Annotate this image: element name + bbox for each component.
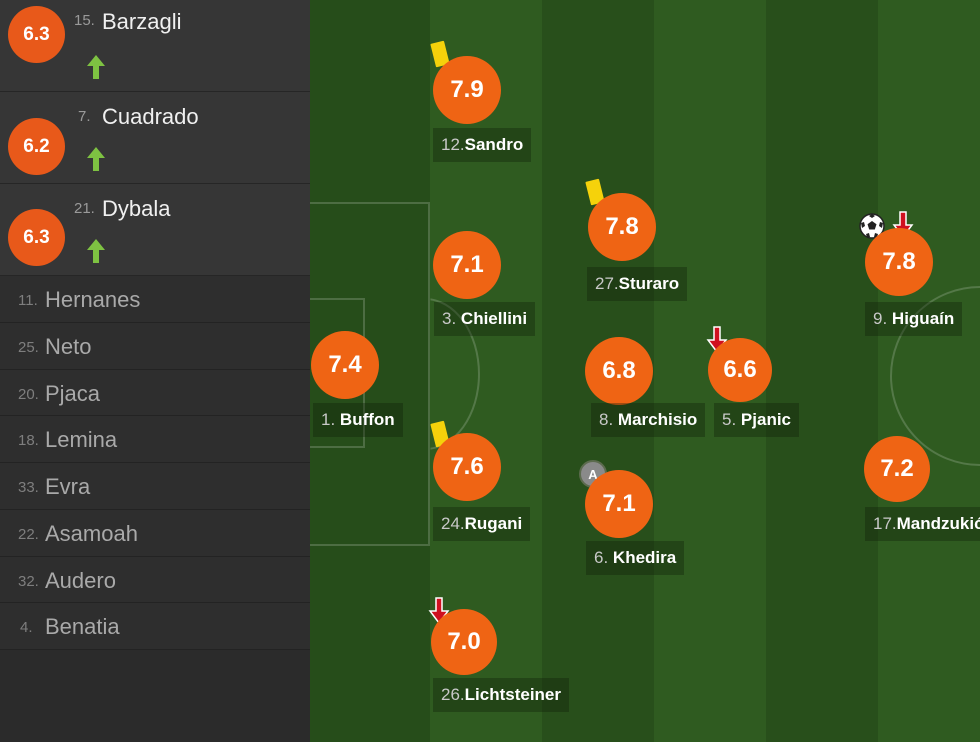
player-label-chiellini[interactable]: 3. Chiellini xyxy=(434,302,536,336)
shirt-number: 7. xyxy=(78,108,91,125)
player-label-sandro[interactable]: 12.Sandro xyxy=(433,128,532,162)
sub-in-arrow-icon xyxy=(87,147,105,171)
lineup-sidebar: 6.3 15. Barzagli 6.2 7. Cuadrado 6.3 21.… xyxy=(0,0,310,742)
bench-player-row[interactable]: 20. Pjaca xyxy=(0,369,310,417)
shirt-number: 25. xyxy=(18,338,39,356)
shirt-number: 11. xyxy=(18,292,38,309)
pitch: 7.9 12.Sandro 7.8 27.Sturaro 7.8 9. Higu… xyxy=(310,0,980,742)
substitute-row-dybala[interactable]: 6.3 21. Dybala xyxy=(0,184,310,276)
rating-badge[interactable]: 7.6 xyxy=(433,433,501,501)
shirt-number: 4. xyxy=(20,619,33,637)
player-name[interactable]: Asamoah xyxy=(45,520,138,546)
player-name: Chiellini xyxy=(460,309,528,328)
shirt-number: 8. xyxy=(599,410,614,429)
pitch-stripe xyxy=(766,0,878,742)
player-label-lichtsteiner[interactable]: 26.Lichtsteiner xyxy=(433,678,569,712)
player-label-mandzukic[interactable]: 17.Mandzukić xyxy=(865,507,980,541)
player-label-buffon[interactable]: 1. Buffon xyxy=(313,403,403,437)
bench-player-row[interactable]: 33. Evra xyxy=(0,463,310,510)
shirt-number: 33. xyxy=(18,479,39,496)
bench-player-row[interactable]: 11. Hernanes xyxy=(0,276,310,323)
player-name: Higuaín xyxy=(891,309,955,328)
rating-badge[interactable]: 7.1 xyxy=(433,231,501,299)
player-label-rugani[interactable]: 24.Rugani xyxy=(433,507,531,541)
shirt-number: 17. xyxy=(873,514,897,533)
player-name[interactable]: Neto xyxy=(45,333,92,359)
player-name: Mandzukić xyxy=(896,514,980,533)
shirt-number: 3. xyxy=(442,309,457,328)
shirt-number: 18. xyxy=(18,432,39,450)
rating-badge[interactable]: 6.6 xyxy=(708,338,772,402)
player-name: Sandro xyxy=(464,135,524,154)
player-name[interactable]: Cuadrado xyxy=(102,104,199,129)
penalty-area-line xyxy=(310,202,430,546)
player-name: Khedira xyxy=(612,548,677,567)
rating-badge: 6.3 xyxy=(8,6,65,63)
player-name: Pjanic xyxy=(740,410,792,429)
substitute-row-cuadrado[interactable]: 6.2 7. Cuadrado xyxy=(0,92,310,184)
shirt-number: 9. xyxy=(873,309,888,328)
rating-badge: 6.2 xyxy=(8,118,65,175)
bench-player-row[interactable]: 18. Lemina xyxy=(0,416,310,463)
soccer-ball-icon xyxy=(859,213,885,239)
shirt-number: 21. xyxy=(74,200,95,217)
shirt-number: 24. xyxy=(441,514,465,533)
player-name: Lichtsteiner xyxy=(464,685,561,704)
bench-player-row[interactable]: 4. Benatia xyxy=(0,603,310,650)
player-name[interactable]: Lemina xyxy=(45,427,118,453)
player-name: Marchisio xyxy=(617,410,698,429)
player-label-sturaro[interactable]: 27.Sturaro xyxy=(587,267,688,301)
shirt-number: 20. xyxy=(18,385,39,403)
rating-badge[interactable]: 7.2 xyxy=(864,436,930,502)
player-name[interactable]: Barzagli xyxy=(102,9,182,34)
player-name[interactable]: Audero xyxy=(45,567,116,593)
rating-badge[interactable]: 7.9 xyxy=(433,56,501,124)
shirt-number: 15. xyxy=(74,12,95,29)
rating-badge: 6.3 xyxy=(8,209,65,266)
player-name[interactable]: Hernanes xyxy=(45,287,141,312)
shirt-number: 26. xyxy=(441,685,465,704)
player-label-marchisio[interactable]: 8. Marchisio xyxy=(591,403,706,437)
sub-in-arrow-icon xyxy=(87,239,105,263)
bench-player-row[interactable]: 22. Asamoah xyxy=(0,509,310,557)
rating-badge[interactable]: 7.4 xyxy=(311,331,379,399)
sub-in-arrow-icon xyxy=(87,55,105,79)
rating-badge[interactable]: 7.8 xyxy=(588,193,656,261)
player-label-higuain[interactable]: 9. Higuaín xyxy=(865,302,963,336)
shirt-number: 5. xyxy=(722,410,737,429)
player-name[interactable]: Benatia xyxy=(45,614,120,640)
rating-badge[interactable]: 7.8 xyxy=(865,228,933,296)
bench-player-row[interactable]: 25. Neto xyxy=(0,322,310,370)
shirt-number: 6. xyxy=(594,548,609,567)
shirt-number: 32. xyxy=(18,572,39,590)
bench-player-row[interactable]: 32. Audero xyxy=(0,556,310,604)
rating-badge[interactable]: 7.0 xyxy=(431,609,497,675)
player-name: Buffon xyxy=(339,410,395,429)
substitute-row-barzagli[interactable]: 6.3 15. Barzagli xyxy=(0,0,310,92)
rating-badge[interactable]: 6.8 xyxy=(585,337,653,405)
player-name: Rugani xyxy=(464,514,523,533)
player-name[interactable]: Dybala xyxy=(102,196,171,221)
shirt-number: 1. xyxy=(321,410,336,429)
rating-badge[interactable]: 7.1 xyxy=(585,470,653,538)
player-label-pjanic[interactable]: 5. Pjanic xyxy=(714,403,800,437)
player-label-khedira[interactable]: 6. Khedira xyxy=(586,541,685,575)
player-name[interactable]: Evra xyxy=(45,474,91,499)
shirt-number: 27. xyxy=(595,274,619,293)
player-name: Sturaro xyxy=(618,274,680,293)
player-name[interactable]: Pjaca xyxy=(45,380,101,406)
shirt-number: 22. xyxy=(18,525,39,543)
shirt-number: 12. xyxy=(441,135,465,154)
